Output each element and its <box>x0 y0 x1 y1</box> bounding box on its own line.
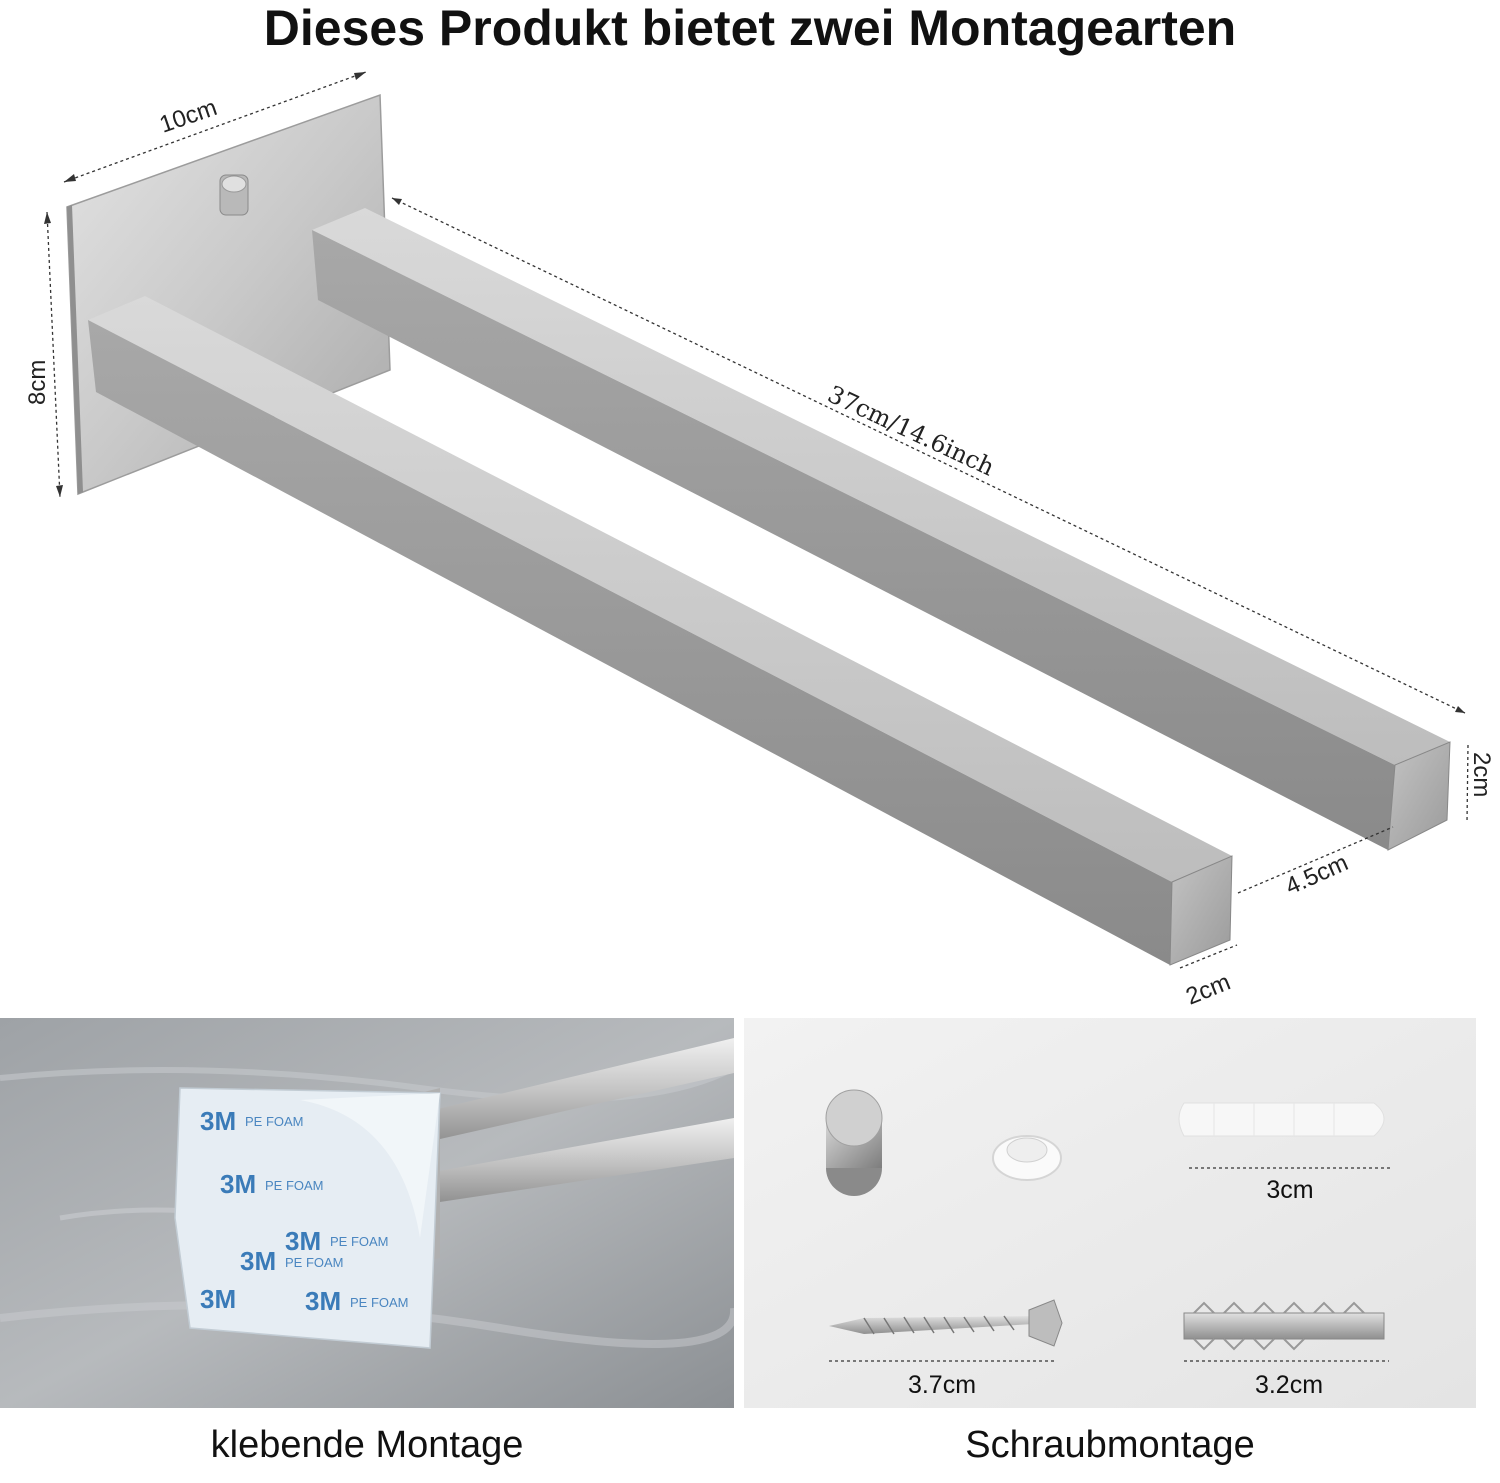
metal-anchor-icon <box>1183 1301 1385 1351</box>
anchor-length-label: 3cm <box>1266 1176 1313 1204</box>
dimension-arrows <box>44 72 1465 713</box>
plastic-anchor-icon <box>1178 1102 1385 1137</box>
product-illustration: 10cm 8cm 37cm/14.6inch 2cm 4.5cm 2cm <box>24 71 1495 1010</box>
foam-print: 3M PE FOAM 3M PE FOAM 3M PE FOAM 3M PE F… <box>200 1106 409 1316</box>
page-title: Dieses Produkt bietet zwei Montagearten <box>263 0 1237 56</box>
svg-text:3M: 3M <box>200 1284 236 1314</box>
svg-text:PE FOAM: PE FOAM <box>330 1234 389 1249</box>
metal-anchor-length-label: 3.2cm <box>1255 1371 1323 1399</box>
svg-text:3M: 3M <box>305 1286 341 1316</box>
upper-bar <box>312 208 1451 851</box>
bar-spacing-label: 4.5cm <box>1281 849 1352 900</box>
washer-icon <box>992 1135 1062 1181</box>
bar-end-height-label: 2cm <box>1468 752 1495 797</box>
adhesive-caption: klebende Montage <box>210 1424 524 1466</box>
svg-text:PE FOAM: PE FOAM <box>285 1255 344 1270</box>
lower-bar <box>88 296 1233 966</box>
plate-height-label: 8cm <box>24 360 51 405</box>
pivot-knob <box>219 174 249 216</box>
screw-panel: 3cm 3.7cm 3.2cm <box>744 1018 1476 1408</box>
screw-length-label: 3.7cm <box>908 1371 976 1399</box>
bar-end-width-label: 2cm <box>1182 969 1234 1010</box>
cover-cap-icon <box>825 1089 883 1196</box>
dimension-lines <box>46 71 1469 969</box>
screw-icon <box>829 1299 1063 1347</box>
svg-text:PE FOAM: PE FOAM <box>350 1295 409 1310</box>
adhesive-foam-sheet <box>174 1087 441 1349</box>
svg-text:3M: 3M <box>220 1169 256 1199</box>
adhesive-panel: 3M PE FOAM 3M PE FOAM 3M PE FOAM 3M PE F… <box>0 1018 734 1408</box>
foam-brand-text: 3M <box>200 1106 236 1136</box>
screw-caption: Schraubmontage <box>965 1424 1255 1466</box>
svg-text:3M: 3M <box>285 1226 321 1256</box>
svg-text:3M: 3M <box>240 1246 276 1276</box>
svg-text:PE FOAM: PE FOAM <box>265 1178 324 1193</box>
plate-width-label: 10cm <box>156 94 220 139</box>
foam-text: PE FOAM <box>245 1114 304 1129</box>
